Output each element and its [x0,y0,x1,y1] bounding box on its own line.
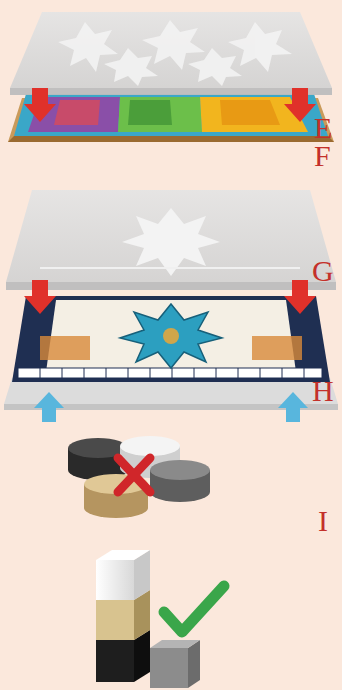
arrow-up [34,392,64,422]
arrow-down [284,280,316,314]
arrow-up [278,392,308,422]
callout-letter: G [312,256,334,286]
cross-mark [118,458,150,492]
board-g [12,296,330,382]
callout-letter: I [318,506,328,536]
check-mark [164,586,224,632]
arrow-down [284,88,316,122]
cube-stack [96,550,200,688]
tray-g [6,190,336,282]
cylinders [68,436,210,518]
arrow-down [24,280,56,314]
arrow-down [24,88,56,122]
callout-letter: F [314,141,331,171]
callout-letter: E [314,113,332,143]
board-f [14,94,328,136]
tray-e [10,12,332,88]
callout-letter: H [312,376,334,406]
